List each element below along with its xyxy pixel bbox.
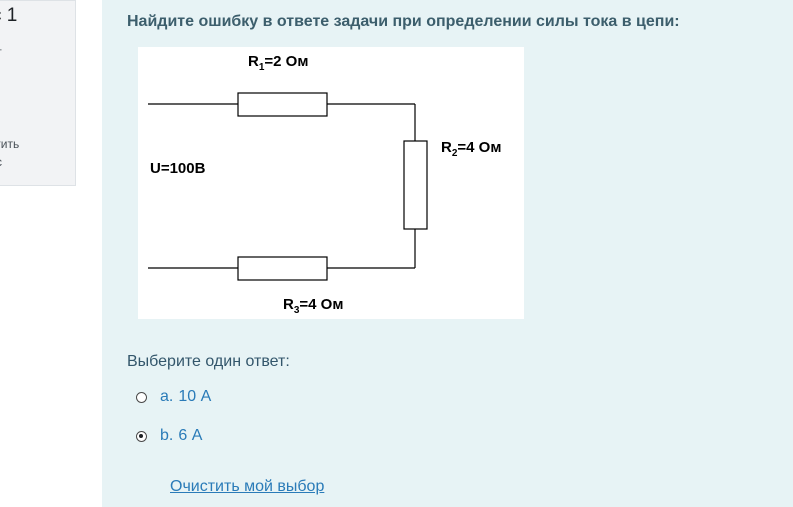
question-state: ет [0,45,2,59]
radio-option-a[interactable] [136,391,147,403]
question-number: с 1 [0,5,18,26]
circuit-svg: R1=2 Ом R2=4 Ом R3=4 Ом U=100В [148,53,501,316]
label-r3: R3=4 Ом [283,296,343,316]
answer-prompt: Выберите один ответ: [127,353,290,370]
answer-option-a[interactable]: a.10 А [136,388,216,406]
label-voltage: U=100В [150,160,206,177]
resistor-r3 [237,256,328,281]
flag-question-link[interactable]: етить [0,137,20,151]
flag-question-link-line2: с [0,155,2,169]
option-a-letter: a. [160,388,174,405]
label-r1: R1=2 Ом [248,53,308,73]
question-formulation: Найдите ошибку в ответе задачи при опред… [102,0,793,507]
circuit-diagram: R1=2 Ом R2=4 Ом R3=4 Ом U=100В [138,47,524,319]
radio-option-b[interactable] [136,430,147,442]
resistor-r1 [237,92,328,117]
question-info-panel: с 1 ет етить с [0,0,76,186]
option-b-letter: b. [160,427,174,444]
resistor-r2 [403,140,428,230]
answer-option-a-label[interactable]: a.10 А [160,388,216,406]
clear-choice-link[interactable]: Очистить мой выбор [170,478,325,495]
label-r2: R2=4 Ом [441,139,501,159]
option-a-text: 10 А [178,388,212,405]
question-text: Найдите ошибку в ответе задачи при опред… [127,13,680,30]
answer-option-b-label[interactable]: b.6 А [160,427,207,445]
answer-option-b[interactable]: b.6 А [136,427,207,445]
option-b-text: 6 А [178,427,203,444]
